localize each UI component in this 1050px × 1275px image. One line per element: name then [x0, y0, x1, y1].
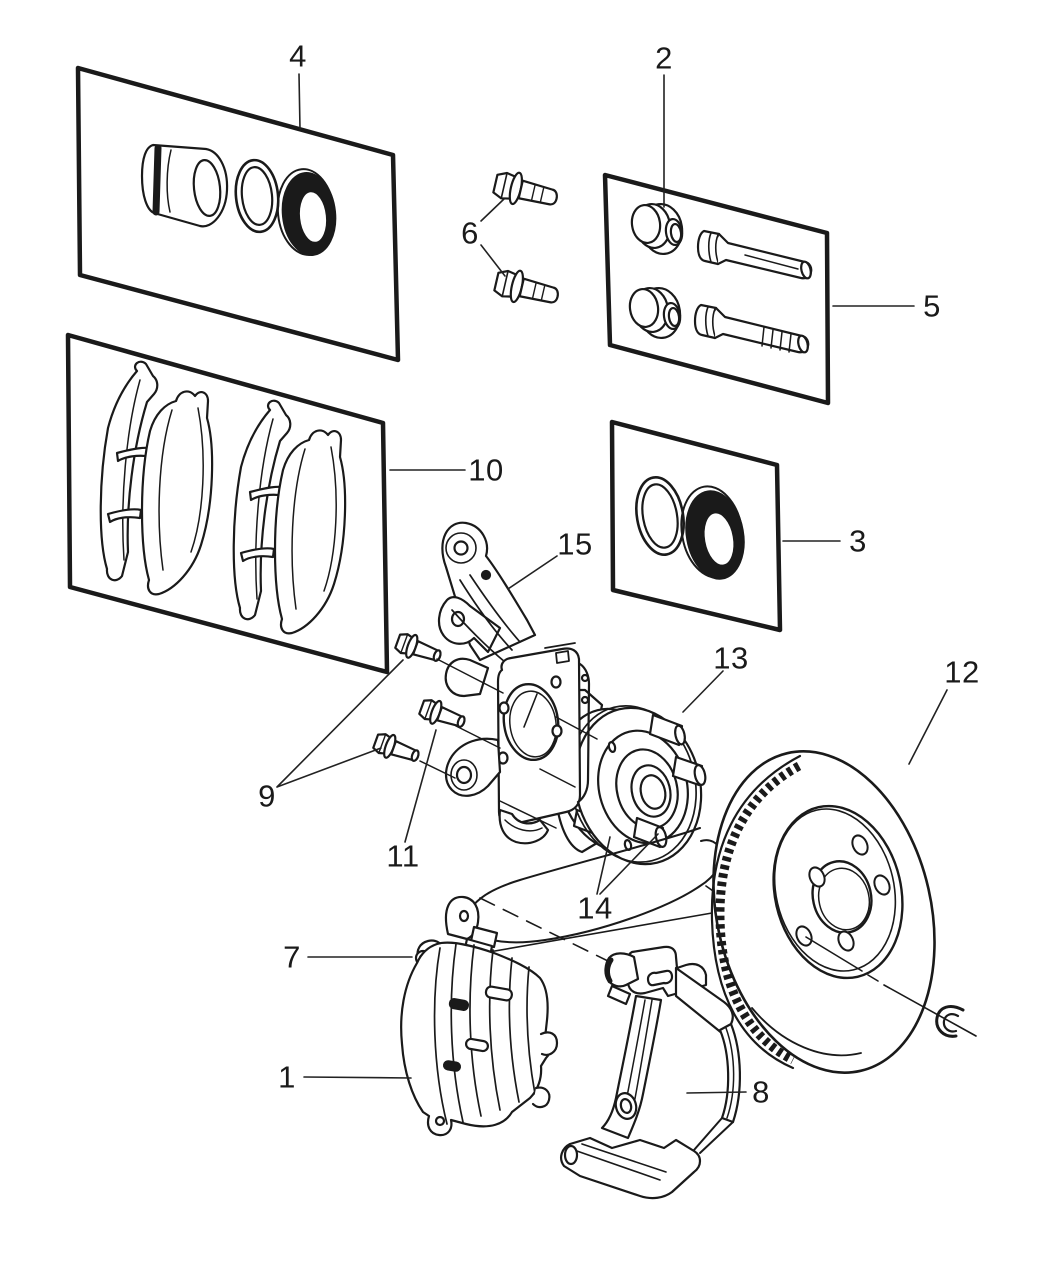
callout-10: 10	[468, 452, 504, 488]
wheel-studs	[632, 713, 707, 849]
bore-dust-boot	[680, 485, 745, 580]
callout-12: 12	[944, 654, 980, 690]
caliper-adapter-bracket	[560, 945, 742, 1200]
callout-3: 3	[849, 523, 867, 559]
callout-4: 4	[289, 38, 307, 74]
callout-7: 7	[283, 939, 301, 975]
knuckle-bolts	[370, 633, 598, 829]
callout-15: 15	[557, 526, 593, 562]
callout-13: 13	[713, 640, 749, 676]
callout-2: 2	[655, 40, 673, 76]
piston-seal-kit-box	[75, 65, 401, 363]
caliper-guide-bolts	[491, 171, 563, 313]
guide-pin	[696, 229, 813, 280]
brake-pads-box	[65, 332, 390, 675]
rotor-retaining-clip	[805, 936, 977, 1038]
brake-pad-set	[99, 360, 214, 596]
leader-lines	[276, 73, 948, 1094]
brake-rotor	[710, 750, 936, 1074]
guide-pin-splined	[693, 303, 810, 354]
hub-and-bearing	[557, 705, 707, 866]
steering-knuckle	[437, 521, 591, 845]
callout-6: 6	[461, 215, 479, 251]
callout-11: 11	[386, 838, 420, 874]
callout-14: 14	[577, 890, 613, 926]
piston-dust-boot	[276, 168, 337, 256]
callout-5: 5	[923, 288, 941, 324]
brake-caliper	[400, 895, 559, 1137]
callout-9: 9	[258, 778, 276, 814]
bore-seal-kit-box	[609, 419, 783, 633]
piston-seal-ring	[234, 158, 280, 234]
guide-pin-kit-box	[602, 172, 831, 406]
callout-8: 8	[752, 1074, 770, 1110]
guide-pin-bushing	[630, 202, 684, 256]
lug-holes	[795, 834, 891, 952]
caliper-piston	[140, 143, 229, 228]
callout-1: 1	[278, 1059, 296, 1095]
